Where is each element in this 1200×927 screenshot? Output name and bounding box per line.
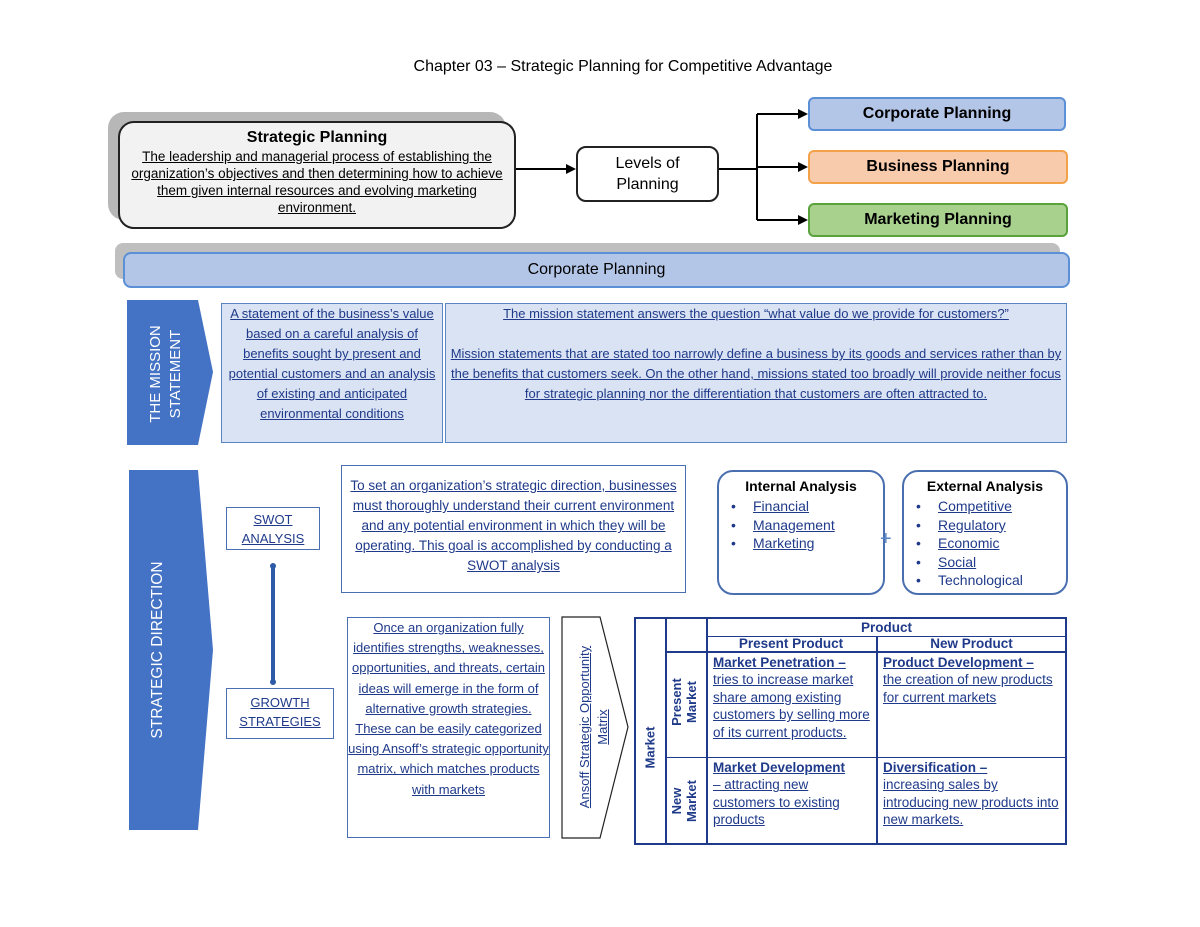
- external-item: Social: [904, 553, 1066, 572]
- swot-description: To set an organization’s strategic direc…: [341, 465, 686, 593]
- present-market-line2: Market: [684, 681, 699, 723]
- marketing-planning-box: Marketing Planning: [808, 203, 1068, 237]
- diversification-desc: increasing sales by introducing new prod…: [883, 777, 1059, 828]
- market-development-desc: – attracting new customers to existing p…: [713, 777, 840, 828]
- mission-question: The mission statement answers the questi…: [503, 306, 1009, 321]
- external-item: Technological: [904, 571, 1066, 590]
- mission-side-arrow: [127, 300, 213, 445]
- external-item: Competitive: [904, 497, 1066, 516]
- internal-analysis-box: Internal Analysis Financial Management M…: [717, 470, 885, 595]
- present-product-header: Present Product: [738, 636, 844, 651]
- growth-line2: STRATEGIES: [239, 714, 321, 729]
- external-item: Regulatory: [904, 516, 1066, 535]
- external-item: Economic: [904, 534, 1066, 553]
- ansoff-label-line2: Matrix: [595, 709, 610, 745]
- market-penetration-cell: Market Penetration – tries to increase m…: [713, 654, 873, 741]
- product-development-cell: Product Development – the creation of ne…: [883, 654, 1063, 706]
- corporate-planning-band: Corporate Planning: [123, 252, 1070, 288]
- ansoff-label-line1: Ansoff Strategic Opportunity: [577, 645, 592, 809]
- product-header: Product: [860, 620, 912, 635]
- swot-analysis-label: SWOT ANALYSIS: [226, 507, 320, 550]
- corporate-planning-box: Corporate Planning: [808, 97, 1066, 131]
- plus-sign: +: [880, 528, 892, 550]
- mission-side-label: THE MISSION STATEMENT: [146, 304, 190, 444]
- present-market-line1: Present: [669, 678, 684, 726]
- market-development-cell: Market Development – attracting new cust…: [713, 759, 873, 829]
- ansoff-matrix: Product Present Product New Product Mark…: [634, 617, 1067, 845]
- market-penetration-desc: tries to increase market share among exi…: [713, 672, 870, 740]
- ansoff-arrow: [561, 616, 629, 839]
- new-market-line2: Market: [684, 780, 699, 822]
- mission-side-line1: THE MISSION: [147, 325, 164, 423]
- strategic-planning-desc: The leadership and managerial process of…: [131, 149, 503, 215]
- growth-strategies-label: GROWTH STRATEGIES: [226, 688, 334, 739]
- present-market-header: Present Market: [669, 662, 699, 742]
- product-development-desc: the creation of new products for current…: [883, 672, 1053, 705]
- market-development-title: Market Development: [713, 760, 846, 775]
- strategic-planning-title: Strategic Planning: [246, 129, 388, 146]
- growth-description: Once an organization fully identifies st…: [347, 617, 550, 838]
- new-market-header: New Market: [669, 761, 699, 841]
- new-market-line1: New: [669, 787, 684, 815]
- internal-item: Management: [719, 516, 883, 535]
- business-planning-box: Business Planning: [808, 150, 1068, 184]
- growth-line1: GROWTH: [250, 695, 310, 710]
- new-product-header: New Product: [930, 636, 1013, 651]
- ansoff-matrix-label: Ansoff Strategic Opportunity Matrix: [576, 627, 614, 827]
- mission-detail-text: Mission statements that are stated too n…: [450, 346, 1062, 401]
- internal-item: Financial: [719, 497, 883, 516]
- direction-side-label: STRATEGIC DIRECTION: [149, 561, 166, 739]
- mission-side-line2: STATEMENT: [167, 329, 184, 419]
- page-title: Chapter 03 – Strategic Planning for Comp…: [413, 58, 833, 75]
- external-analysis-box: External Analysis Competitive Regulatory…: [902, 470, 1068, 595]
- swot-line1: SWOT: [253, 512, 293, 527]
- external-analysis-title: External Analysis: [926, 478, 1044, 494]
- internal-analysis-title: Internal Analysis: [745, 478, 857, 494]
- diversification-title: Diversification –: [883, 760, 988, 775]
- product-development-title: Product Development –: [883, 655, 1034, 670]
- market-header: Market: [642, 726, 658, 769]
- mission-detail-box: The mission statement answers the questi…: [445, 303, 1067, 443]
- direction-side-arrow: [129, 470, 213, 830]
- internal-item: Marketing: [719, 534, 883, 553]
- levels-line1: Levels of: [615, 155, 680, 172]
- levels-of-planning-box: Levels of Planning: [576, 146, 719, 202]
- diversification-cell: Diversification – increasing sales by in…: [883, 759, 1063, 829]
- swot-line2: ANALYSIS: [241, 531, 305, 546]
- strategic-planning-box: Strategic Planning The leadership and ma…: [118, 121, 516, 229]
- mission-definition: A statement of the business’s value base…: [221, 303, 443, 443]
- levels-line2: Planning: [616, 176, 679, 193]
- market-penetration-title: Market Penetration –: [713, 655, 846, 670]
